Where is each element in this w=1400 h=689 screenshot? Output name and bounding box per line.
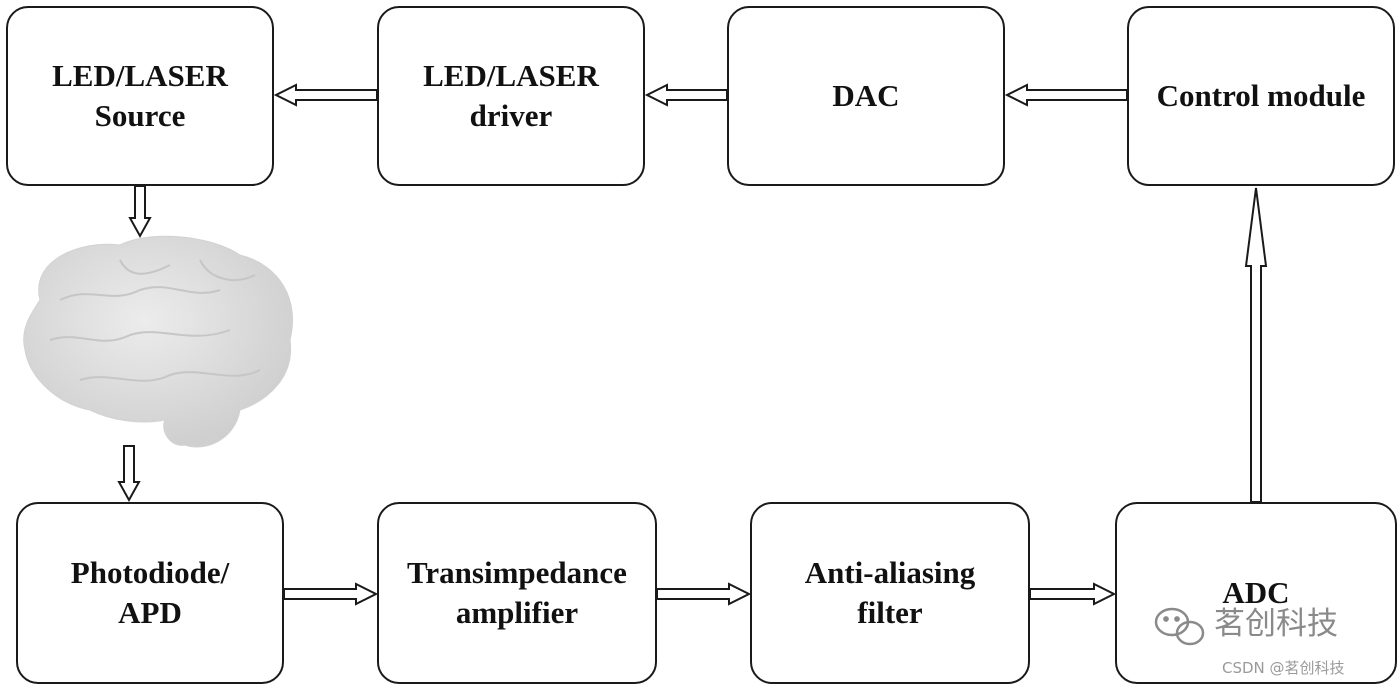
brain-illustration [23,235,294,448]
arrow-driver-to-source [273,83,378,107]
adc-label: ADC [1222,575,1290,610]
led-laser-source-block: LED/LASER Source [6,6,274,186]
arrow-control-to-dac [1004,83,1128,107]
led-laser-source-label: LED/LASER Source [52,58,228,133]
photodiode-label: Photodiode/ APD [70,555,230,630]
control-module-block: Control module [1127,6,1395,186]
dac-block: DAC [727,6,1005,186]
arrow-filter-to-adc [1029,582,1117,606]
wechat-icon [1154,607,1205,646]
control-module-label: Control module [1156,78,1366,113]
dac-label: DAC [832,78,900,113]
transimpedance-amplifier-label: Transimpedance amplifier [407,555,627,630]
arrow-dac-to-driver [644,83,728,107]
arrow-brain-to-photodiode [117,445,141,503]
arrow-source-to-brain [128,185,152,239]
led-laser-driver-label: LED/LASER driver [423,58,599,133]
arrow-tia-to-filter [656,582,752,606]
adc-block: ADC [1115,502,1397,684]
photodiode-block: Photodiode/ APD [16,502,284,684]
watermark-source: CSDN @茗创科技 [1222,659,1345,677]
watermark-brand: 茗创科技 [1214,606,1338,642]
anti-aliasing-filter-block: Anti-aliasing filter [750,502,1030,684]
arrow-photodiode-to-tia [283,582,379,606]
led-laser-driver-block: LED/LASER driver [377,6,645,186]
arrow-adc-to-control [1244,187,1268,503]
anti-aliasing-filter-label: Anti-aliasing filter [804,555,976,630]
transimpedance-amplifier-block: Transimpedance amplifier [377,502,657,684]
